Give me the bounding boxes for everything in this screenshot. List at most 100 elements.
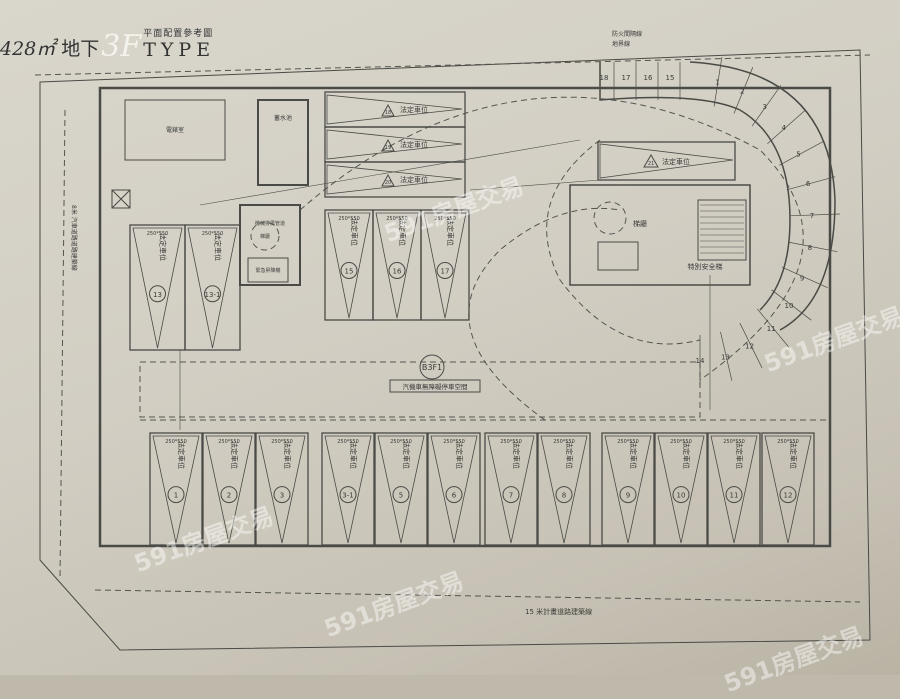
ramp-step-number: 1 (715, 79, 719, 87)
spot-label: 法定車位 (629, 441, 638, 469)
property-line (34, 54, 871, 76)
spot-number: 3 (280, 492, 284, 500)
parking-spot-outline (707, 432, 761, 546)
water-tank-label: 蓄水池 (274, 114, 292, 122)
parking-spot-outline (597, 141, 736, 181)
elevator-label: 緊急昇降機 (255, 267, 280, 274)
stairs (697, 199, 747, 261)
parking-spot-triangle (187, 227, 238, 349)
ramp-step-number: 4 (782, 124, 787, 132)
ramp-step-line (779, 141, 824, 166)
spot-number-circle (204, 285, 221, 303)
spot-number-circle (149, 285, 166, 303)
ramp-step-number: 5 (796, 150, 800, 158)
spot-size: 250*550 (337, 439, 359, 445)
parking-spot-outline (184, 224, 241, 351)
parking-spot-outline (129, 224, 186, 351)
spot-number-circle (445, 486, 463, 504)
parking-spot-outline (202, 432, 256, 546)
spot-label: 法定車位 (789, 441, 798, 469)
plan-title: 428㎡ 地下 3F 平面配置參考圖 TYPE (0, 26, 215, 62)
parking-spot-triangle (377, 435, 425, 544)
spot-size: 250*550 (271, 439, 293, 445)
ramp-step-line (713, 56, 723, 107)
ramp-step-number: 15 (666, 74, 675, 82)
parking-spot-outline (374, 432, 428, 546)
ramp-step-number: 14 (696, 357, 705, 365)
spot-size: 250*550 (553, 439, 575, 445)
parking-spot-triangle (764, 435, 812, 544)
spot-number: 9 (626, 492, 630, 500)
spot-number: 7 (509, 492, 513, 500)
parking-spots: 1法定車位250*5502法定車位250*5503法定車位250*5503-1法… (129, 91, 815, 546)
lobby-circle-right (593, 201, 627, 235)
parking-spot-triangle (710, 435, 758, 544)
spot-number: 16 (393, 268, 402, 276)
ramp-inner-edge (599, 62, 791, 311)
area-label: 428㎡ (0, 38, 56, 60)
spot-label: 法定車位 (214, 233, 223, 261)
parking-spot-triangle (430, 435, 478, 544)
parking-spot-outline (321, 432, 375, 546)
parking-spot-outline (484, 432, 538, 546)
parking-spot-triangle (604, 435, 652, 544)
floor-label: 地下 (61, 38, 100, 60)
parking-spot-triangle (487, 435, 535, 544)
road-line (94, 589, 861, 603)
parking-spot-triangle (326, 164, 463, 195)
ramp-step-line (739, 322, 763, 369)
spot-label: 法定車位 (400, 175, 428, 184)
drive-aisle (139, 361, 701, 418)
parking-spot-triangle (324, 435, 372, 544)
spot-number-circle (672, 486, 690, 504)
lobby-label: 梯廳 (260, 233, 270, 240)
parking-spot-triangle (423, 212, 467, 319)
spot-label: 法定車位 (565, 441, 574, 469)
right-core (569, 184, 751, 286)
spot-label: 法定車位 (159, 233, 168, 261)
ramp-step-line (789, 213, 840, 217)
ramp-step-line (786, 176, 836, 191)
parking-spot-triangle (599, 143, 734, 179)
spot-number: 2 (227, 492, 231, 500)
parking-spot-outline (255, 432, 309, 546)
ramp-step-line (733, 67, 754, 114)
road-line-label: 15 米計畫道路建築線 (525, 607, 592, 616)
parking-spot-outline (761, 432, 815, 546)
spot-size: 250*550 (500, 439, 522, 445)
parking-spot-triangle (657, 435, 705, 544)
spot-size: 250*550 (390, 439, 412, 445)
spot-label: 法定車位 (402, 441, 411, 469)
spot-number: 17 (441, 268, 450, 276)
spot-label: 法定車位 (283, 441, 292, 469)
spot-number-circle (555, 486, 573, 504)
turning-arc (299, 96, 804, 381)
spot-number: 11 (730, 492, 739, 500)
spot-label: 法定車位 (350, 218, 359, 246)
dimension-line (469, 179, 601, 191)
spot-number: 10 (677, 492, 686, 500)
parking-spot-outline (324, 161, 466, 198)
spot-number: 21 (648, 161, 654, 167)
ramp-step-line (788, 241, 838, 253)
spot-number: 12 (784, 492, 793, 500)
parking-spot-triangle (205, 435, 253, 544)
stair-treads (700, 204, 744, 254)
spot-number: 13-1 (205, 291, 221, 299)
ramp-step-number: 8 (808, 244, 812, 252)
spot-number-circle (339, 486, 357, 504)
parking-spot-outline (654, 432, 708, 546)
parking-spot-outline (601, 432, 655, 546)
parking-spot-triangle (258, 435, 306, 544)
spot-label: 法定車位 (512, 441, 521, 469)
elevator (247, 257, 289, 283)
